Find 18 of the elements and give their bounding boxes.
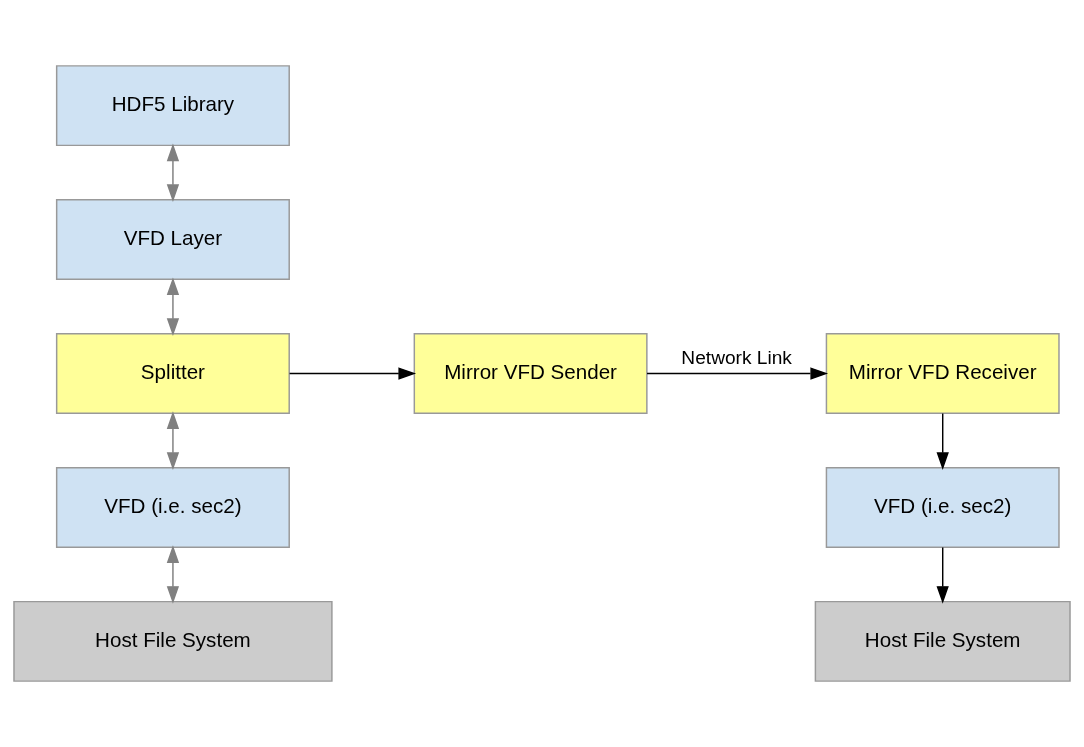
node-box: Mirror VFD Receiver xyxy=(825,333,1060,414)
arrow xyxy=(166,277,180,336)
arrow xyxy=(646,367,829,380)
arrow xyxy=(166,545,180,604)
node-box: VFD (i.e. sec2) xyxy=(55,466,290,548)
node-box: Host File System xyxy=(13,600,333,682)
node-box: Host File System xyxy=(814,600,1071,682)
node-box: VFD (i.e. sec2) xyxy=(825,466,1060,548)
node-box: Splitter xyxy=(55,333,290,414)
node-box: HDF5 Library xyxy=(55,65,290,147)
node-box: VFD Layer xyxy=(55,199,290,281)
arrow xyxy=(166,411,180,470)
arrow xyxy=(936,412,949,470)
node-box: Mirror VFD Sender xyxy=(413,333,648,414)
arrow xyxy=(936,546,949,604)
edge-label: Network Link xyxy=(681,346,792,368)
arrow xyxy=(166,143,180,202)
arrow xyxy=(288,367,417,380)
